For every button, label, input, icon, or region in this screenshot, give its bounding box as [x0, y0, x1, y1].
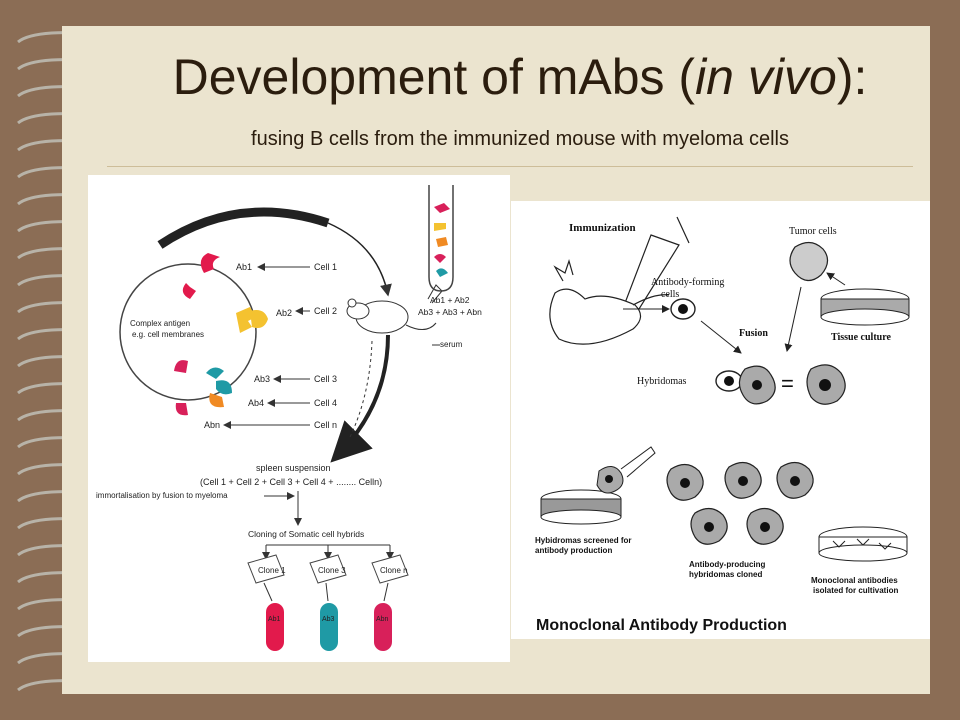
clone-n	[371, 554, 409, 651]
cell-to-fusion-arrow	[700, 320, 742, 354]
hybridomas-label: Hybridomas	[637, 376, 687, 387]
tube-1-label: Ab1	[268, 616, 281, 623]
antibody-ab3-ab4	[174, 360, 232, 416]
diagram-caption: Monoclonal Antibody Production	[536, 617, 787, 634]
serum-mix-1: Ab1 + Ab2	[430, 295, 470, 305]
cloning-label: Cloning of Somatic cell hybrids	[248, 529, 364, 539]
tumor-to-fusion-arrow	[784, 286, 802, 352]
ab3-label: Ab3	[254, 374, 270, 384]
cell-arrows	[223, 263, 310, 429]
hybridoma-fused-cell	[806, 364, 846, 405]
equals-sign: =	[781, 371, 794, 396]
tube-n-label: Abn	[376, 616, 389, 623]
cell-3-label: Cell 3	[314, 374, 337, 384]
isolated-label-2: isolated for cultivation	[813, 586, 898, 595]
antibody-forming-label-2: cells	[661, 289, 679, 300]
culture-to-tumor-arrow	[826, 272, 846, 286]
antibody-ab1	[182, 253, 220, 299]
serum-label: serum	[440, 340, 463, 349]
abn-label: Abn	[204, 420, 220, 430]
dashed-arrow	[349, 340, 373, 438]
monoclonal-antibody-dish	[818, 526, 908, 562]
title-text: Development of mAbs (	[172, 49, 696, 105]
title-italic: in vivo	[695, 49, 837, 105]
clone-3-label: Clone 3	[318, 566, 346, 575]
cell-1-label: Cell 1	[314, 262, 337, 272]
immortalisation-label: immortalisation by fusion to myeloma	[96, 491, 228, 500]
arc-to-mouse	[327, 222, 392, 297]
monoclonal-antibody-production-diagram: Immunization Tumor cells Antibody-formin…	[511, 201, 930, 639]
mouse-icon	[549, 258, 670, 345]
antibody-ab2	[236, 307, 268, 333]
serum-mix-2: Ab3 + Ab3 + Abn	[418, 307, 482, 317]
clone-1	[247, 554, 285, 651]
cloned-label-1: Antibody-producing	[689, 560, 766, 569]
antibody-forming-cell	[670, 298, 696, 320]
antibody-forming-label-1: Antibody-forming	[651, 277, 724, 288]
screened-label-2: antibody production	[535, 546, 612, 555]
cloned-nuclei	[680, 476, 800, 532]
tumor-cells-label: Tumor cells	[789, 226, 837, 237]
cell-2-label: Cell 2	[314, 306, 337, 316]
spleen-formula: (Cell 1 + Cell 2 + Cell 3 + Cell 4 + ...…	[200, 477, 382, 487]
mouse-icon	[346, 284, 443, 334]
cell-n-label: Cell n	[314, 420, 337, 430]
antigen-label-2: e.g. cell membranes	[132, 330, 204, 339]
antigen-label-1: Complex antigen	[130, 319, 190, 328]
title-divider	[107, 166, 913, 167]
clone-arrows	[262, 545, 394, 560]
isolated-label-1: Monoclonal antibodies	[811, 576, 898, 585]
tissue-culture-dish	[820, 288, 910, 326]
immunization-arc	[157, 207, 330, 249]
spleen-title: spleen suspension	[256, 463, 331, 473]
serum-test-tube	[428, 185, 454, 292]
screened-label-1: Hybidromas screened for	[535, 536, 631, 545]
clone-3	[309, 554, 347, 651]
complex-antigen-circle	[119, 263, 257, 401]
title-end: ):	[836, 49, 868, 105]
polyclonal-to-monoclonal-diagram: Complex antigen e.g. cell membranes Ab1 …	[88, 175, 510, 662]
screening-dish	[540, 446, 656, 525]
ab2-label: Ab2	[276, 308, 292, 318]
cell-4-label: Cell 4	[314, 398, 337, 408]
tumor-cell	[789, 241, 829, 282]
immunization-label: Immunization	[569, 222, 636, 234]
slide-subtitle: fusing B cells from the immunized mouse …	[251, 128, 789, 150]
slide-title: Development of mAbs (in vivo):	[110, 52, 930, 102]
tissue-culture-label: Tissue culture	[831, 332, 891, 343]
ab4-label: Ab4	[248, 398, 264, 408]
hybridoma-pair	[715, 365, 776, 405]
spleen-arrow	[330, 334, 390, 463]
clone-n-label: Clone n	[380, 566, 408, 575]
tube-3-label: Ab3	[322, 616, 335, 623]
fusion-label: Fusion	[739, 328, 768, 339]
cloned-label-2: hybridomas cloned	[689, 570, 762, 579]
ab1-label: Ab1	[236, 262, 252, 272]
clone-1-label: Clone 1	[258, 566, 286, 575]
cloned-hybridomas	[666, 461, 814, 545]
